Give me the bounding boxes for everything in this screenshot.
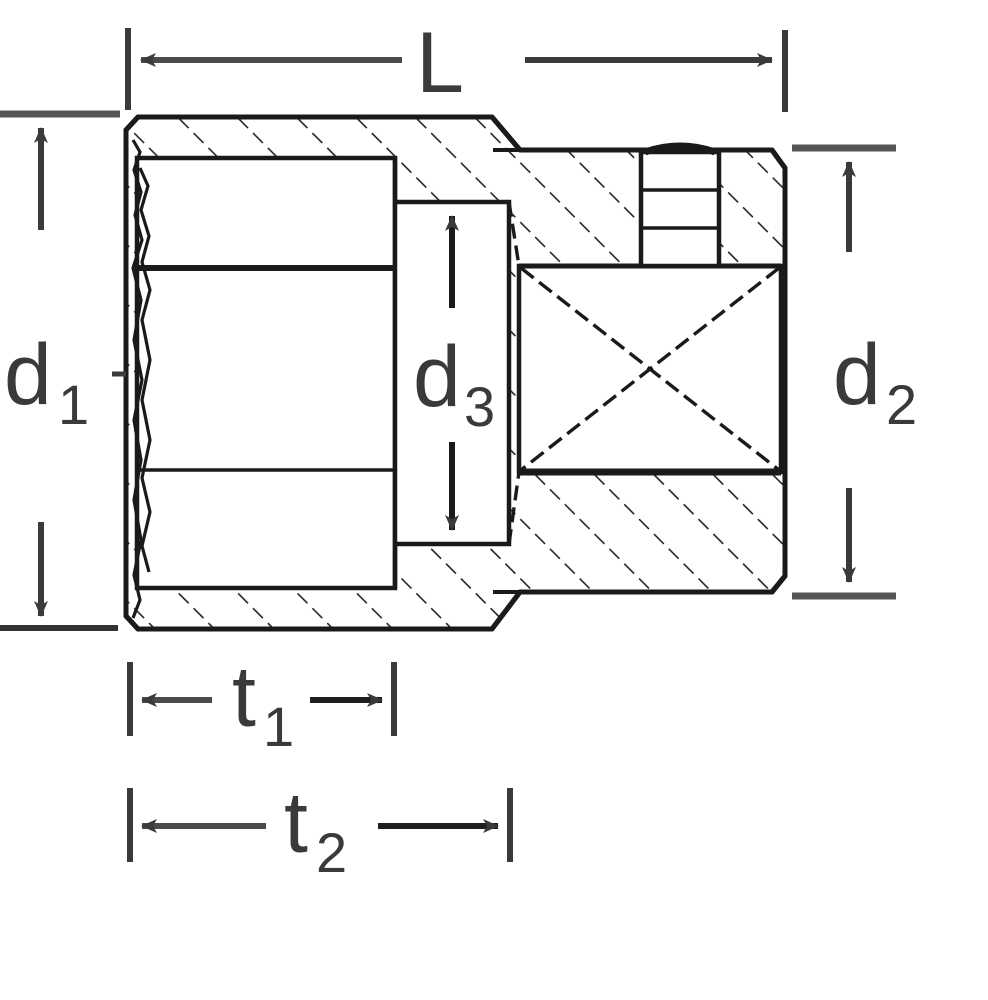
hex-bore-cavity (134, 155, 398, 591)
dimension-label-d3: d (413, 329, 461, 425)
drive-square-cavity (516, 263, 784, 476)
dimension-d1: d 1 (0, 110, 126, 631)
dimension-d3: d 3 (413, 215, 495, 531)
dimension-label-t1: t (232, 649, 256, 745)
dimension-t2: t 2 (127, 775, 513, 884)
dimension-label-L: L (416, 15, 464, 111)
dimension-subscript-t1: 1 (263, 695, 294, 758)
dimension-label-d1: d (4, 327, 52, 423)
drive-diagonal-b (519, 266, 781, 472)
bore-shoulder-lines (392, 148, 521, 594)
dimension-L: L (125, 15, 788, 112)
dimension-label-d2: d (833, 327, 881, 423)
dimension-t1: t 1 (127, 649, 397, 758)
dimension-subscript-d2: 2 (886, 373, 917, 436)
dimension-subscript-d3: 3 (464, 375, 495, 438)
left-end-break-line (131, 139, 144, 619)
dimension-subscript-d1: 1 (58, 373, 89, 436)
dimension-d2: d 2 (792, 144, 917, 600)
dimension-subscript-t2: 2 (316, 821, 347, 884)
socket-outer-profile-outline (123, 114, 788, 632)
dimension-label-t2: t (284, 775, 308, 871)
detent-pin-feature (638, 142, 722, 269)
left-bore-break-line (138, 167, 152, 573)
